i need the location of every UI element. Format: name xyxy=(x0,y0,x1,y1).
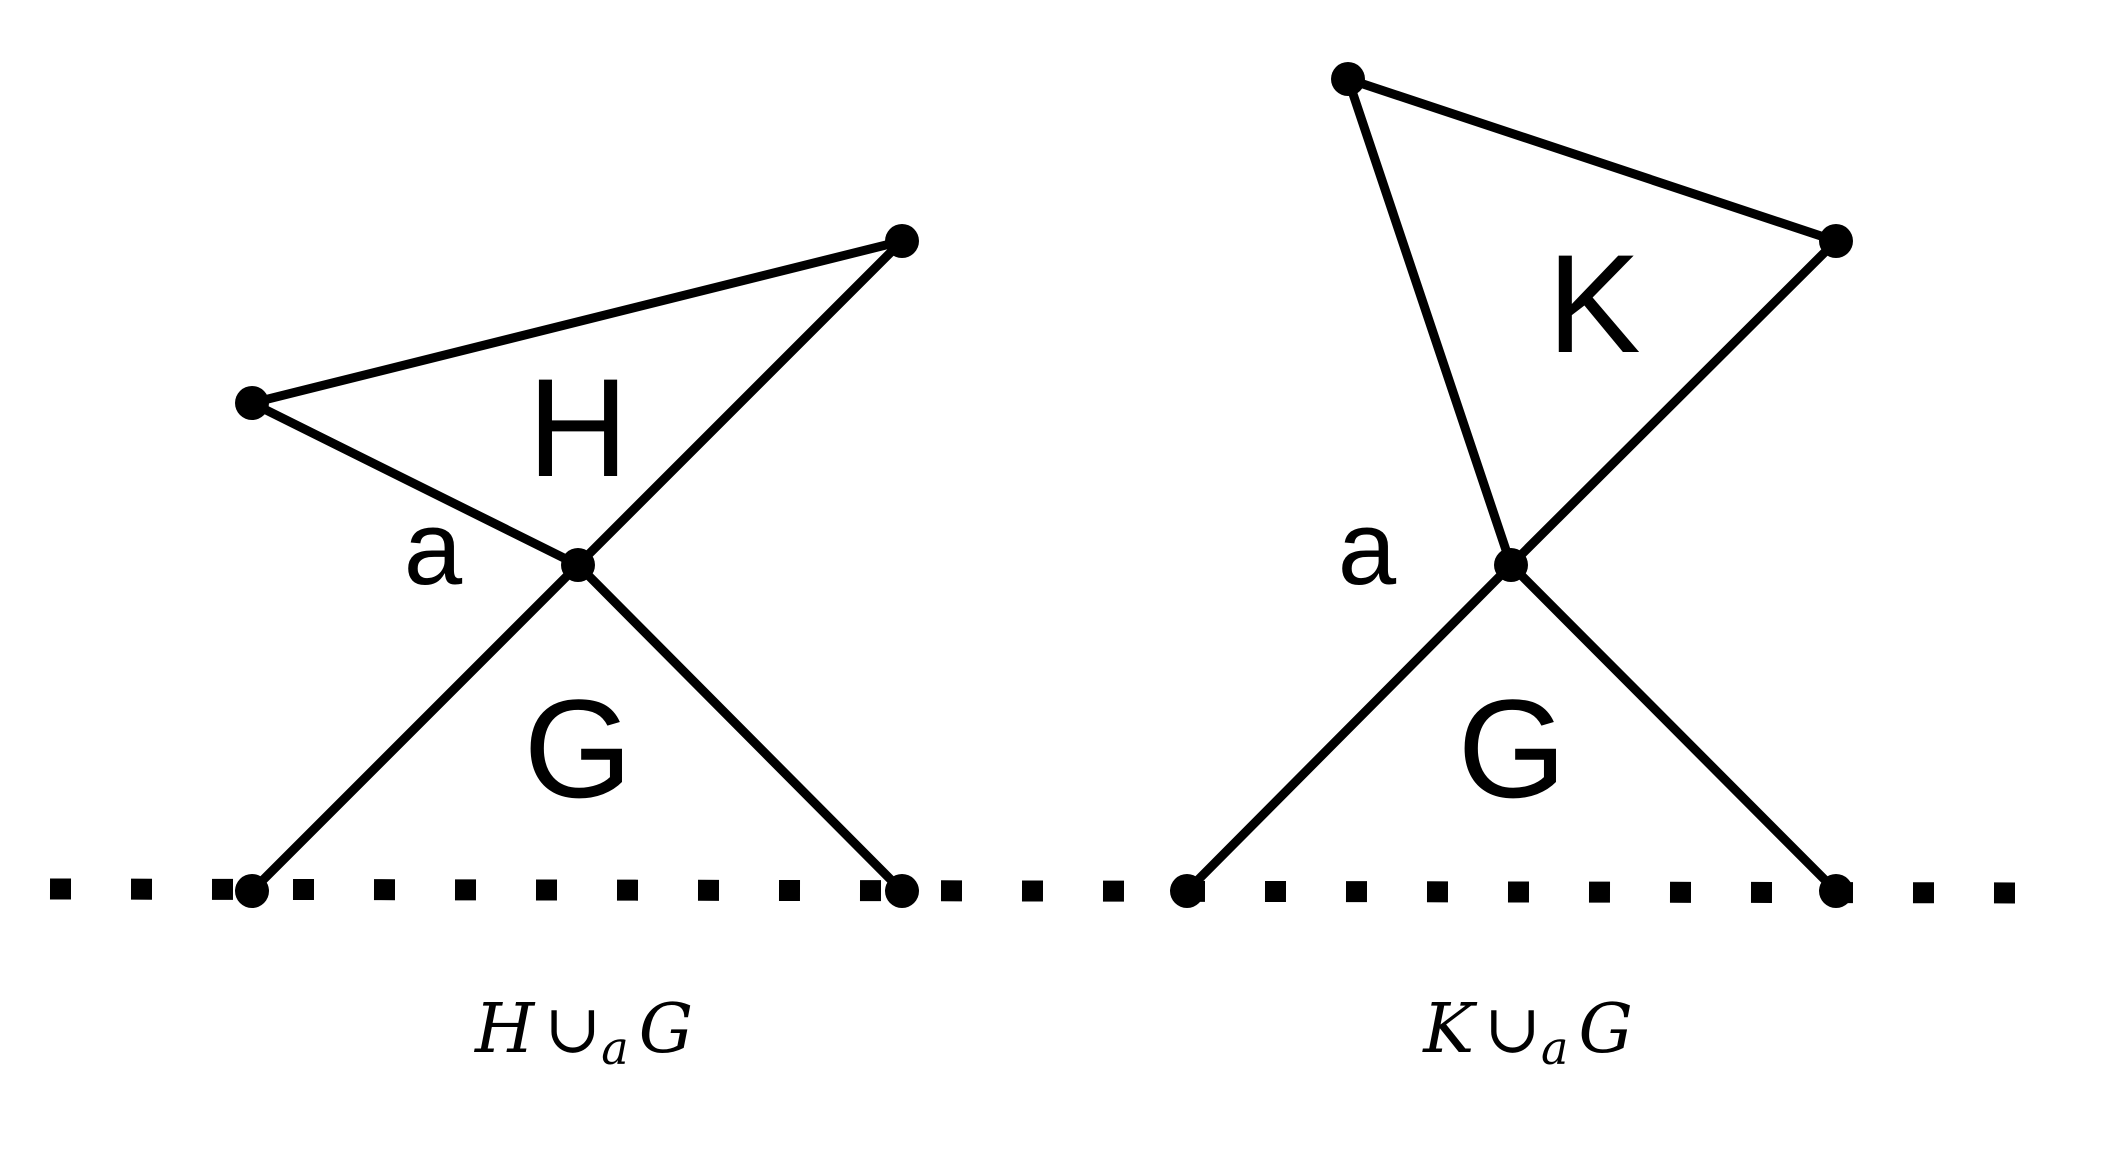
vertex-k-top xyxy=(1331,62,1365,96)
vertex-a-cut xyxy=(561,548,595,582)
edge-k-top-to-a xyxy=(1343,74,1516,570)
vertex-label-a: a xyxy=(1338,490,1397,607)
region-label-g: G xyxy=(524,670,633,827)
region-label-k: K xyxy=(1547,225,1640,382)
vertex-h-right xyxy=(885,224,919,258)
vertex-h-left xyxy=(235,386,269,420)
edge-h-left-to-h-right xyxy=(247,236,907,408)
vertex-g-left xyxy=(235,874,269,908)
edge-a-to-g-right xyxy=(1506,560,1841,896)
edge-h-left-to-a xyxy=(247,398,583,570)
edge-a-to-g-right xyxy=(573,560,907,896)
vertex-g-right xyxy=(885,874,919,908)
edge-k-top-to-k-right xyxy=(1343,74,1841,246)
region-label-g: G xyxy=(1458,670,1567,827)
vertex-k-right xyxy=(1819,224,1853,258)
vertex-g-left xyxy=(1170,874,1204,908)
vertex-g-right xyxy=(1819,874,1853,908)
edge-a-to-g-left xyxy=(1182,560,1516,896)
vertex-label-a: a xyxy=(404,490,463,607)
dotted-baseline xyxy=(49,878,2031,904)
edge-h-right-to-a xyxy=(573,236,907,570)
vertex-a-cut xyxy=(1494,548,1528,582)
edge-a-to-g-left xyxy=(247,560,583,896)
region-label-h: H xyxy=(527,349,628,506)
edge-k-right-to-a xyxy=(1506,236,1841,570)
